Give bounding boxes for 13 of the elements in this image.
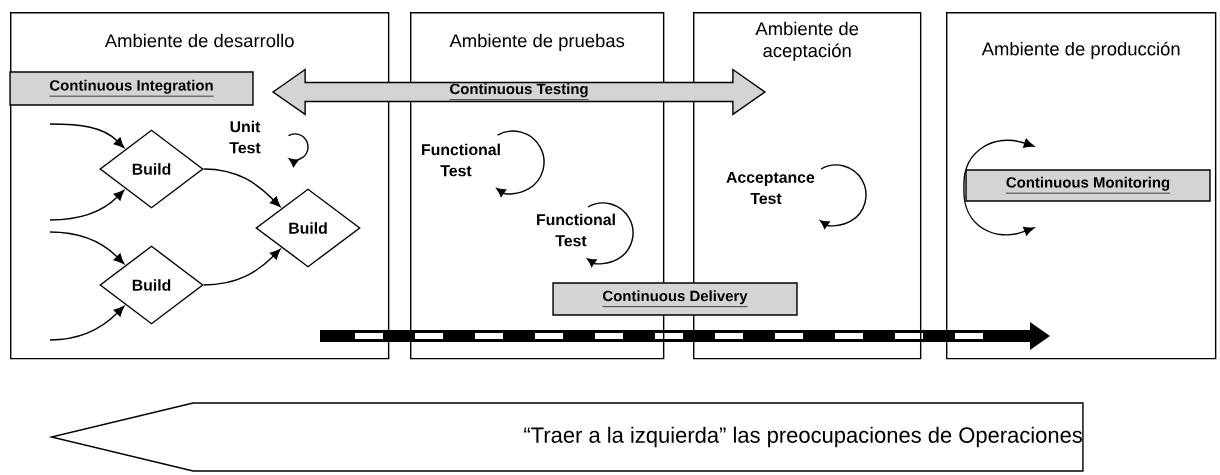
test-label: Functional Test [537,213,615,247]
arrow [49,231,125,265]
arrow [203,248,281,286]
arrow [203,168,281,208]
test-label: Unit Test [229,120,261,154]
practice-box: Continuous Delivery [552,282,798,316]
test-label: Functional Test [422,143,500,177]
arrow [49,123,125,149]
practice-box: Continuous Integration [9,71,254,106]
arrow [49,305,125,341]
practice-box: Continuous Monitoring [965,169,1211,202]
arrow [49,189,125,221]
test-label: Acceptance Test [726,171,815,205]
